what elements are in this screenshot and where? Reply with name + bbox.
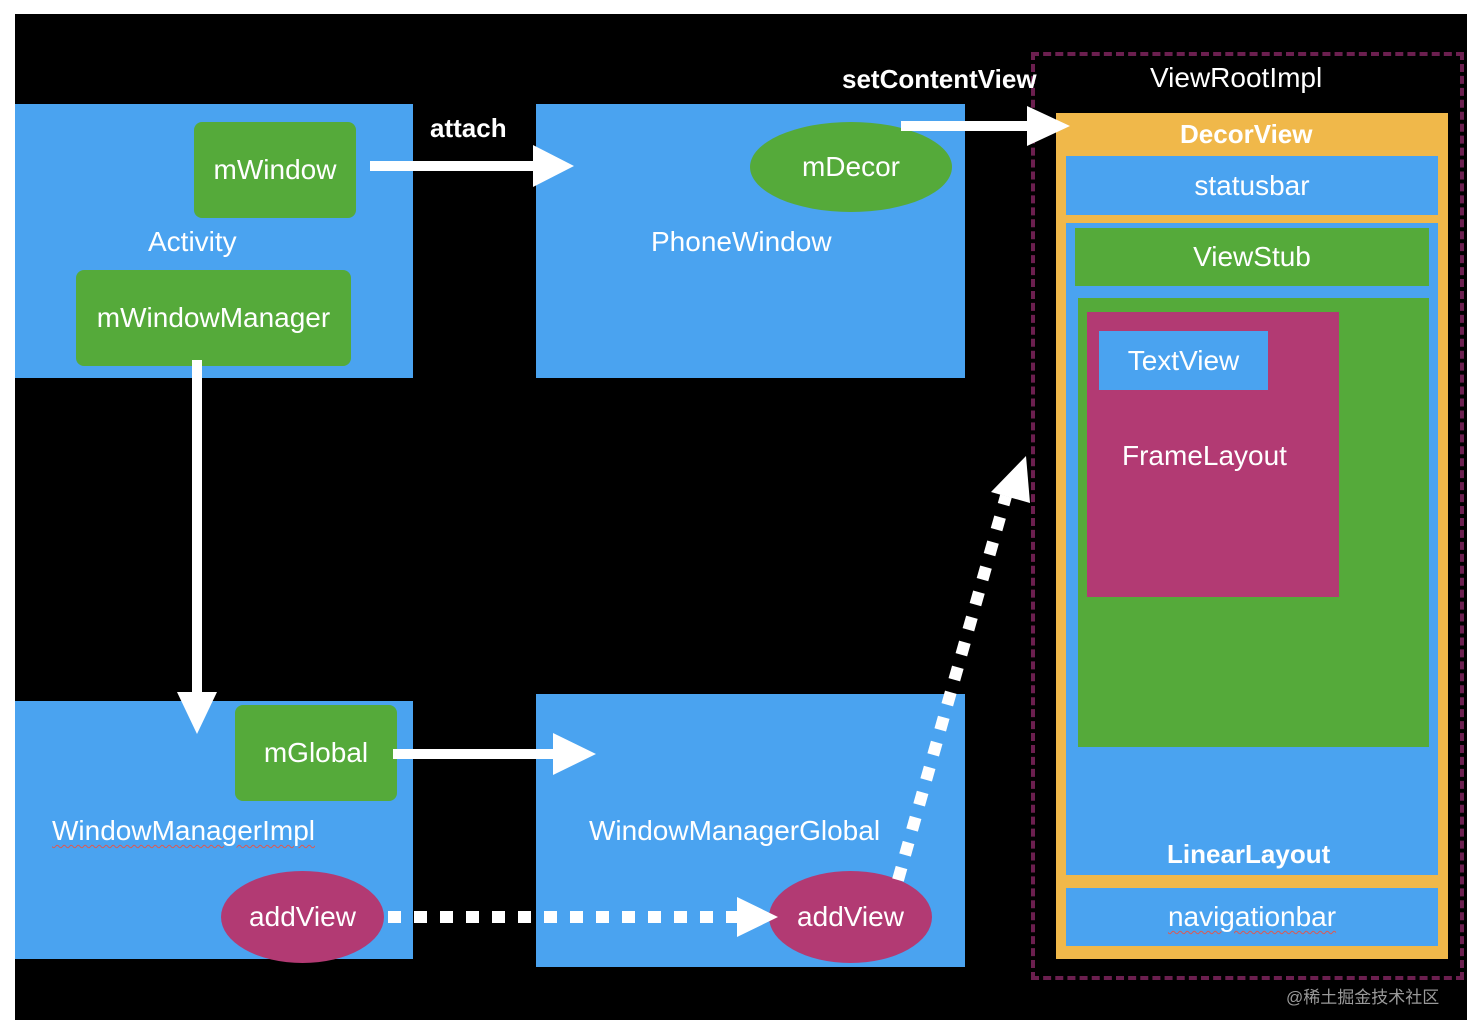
activity-label: Activity bbox=[148, 226, 237, 257]
window-manager-impl-label: WindowManagerImpl bbox=[52, 815, 315, 846]
add-view-right-ellipse: addView bbox=[769, 871, 932, 963]
m-global-arrow bbox=[393, 733, 596, 775]
view-stub-box: ViewStub bbox=[1075, 228, 1429, 286]
decor-view-label: DecorView bbox=[1180, 119, 1313, 149]
text-view-box: TextView bbox=[1099, 331, 1268, 390]
m-window-manager-box: mWindowManager bbox=[76, 270, 351, 366]
view-root-impl-container bbox=[1031, 52, 1464, 980]
view-root-impl-label: ViewRootImpl bbox=[1150, 62, 1323, 93]
phone-window-label: PhoneWindow bbox=[651, 226, 832, 257]
set-content-view-arrow bbox=[901, 106, 1070, 146]
m-window-label: mWindow bbox=[213, 154, 337, 185]
add-view-dotted-arrow bbox=[388, 897, 778, 937]
m-global-box: mGlobal bbox=[235, 705, 397, 801]
m-window-manager-label: mWindowManager bbox=[96, 302, 331, 333]
view-root-impl-dotted-arrow bbox=[892, 456, 1030, 882]
linear-layout-label: LinearLayout bbox=[1167, 839, 1331, 869]
m-global-label: mGlobal bbox=[263, 737, 369, 768]
frame-layout-label: FrameLayout bbox=[1122, 440, 1287, 471]
navigationbar-box: navigationbar bbox=[1066, 888, 1438, 946]
window-manager-global-label: WindowManagerGlobal bbox=[589, 815, 881, 846]
watermark: @稀土掘金技术社区 bbox=[1286, 988, 1440, 1007]
text-view-label: TextView bbox=[1127, 344, 1240, 376]
statusbar-label: statusbar bbox=[1194, 169, 1310, 201]
navigationbar-label: navigationbar bbox=[1167, 901, 1337, 932]
attach-arrow bbox=[370, 145, 574, 187]
window-manager-down-arrow bbox=[177, 360, 217, 734]
set-content-view-label: setContentView bbox=[842, 64, 1037, 94]
add-view-right-label: addView bbox=[797, 901, 904, 932]
m-decor-ellipse: mDecor bbox=[750, 122, 952, 212]
m-window-box: mWindow bbox=[194, 122, 356, 218]
view-stub-label: ViewStub bbox=[1193, 241, 1311, 272]
m-decor-label: mDecor bbox=[801, 151, 900, 182]
attach-label: attach bbox=[430, 113, 507, 143]
statusbar-box: statusbar bbox=[1066, 156, 1438, 215]
add-view-left-label: addView bbox=[249, 901, 356, 932]
add-view-left-ellipse: addView bbox=[221, 871, 384, 963]
